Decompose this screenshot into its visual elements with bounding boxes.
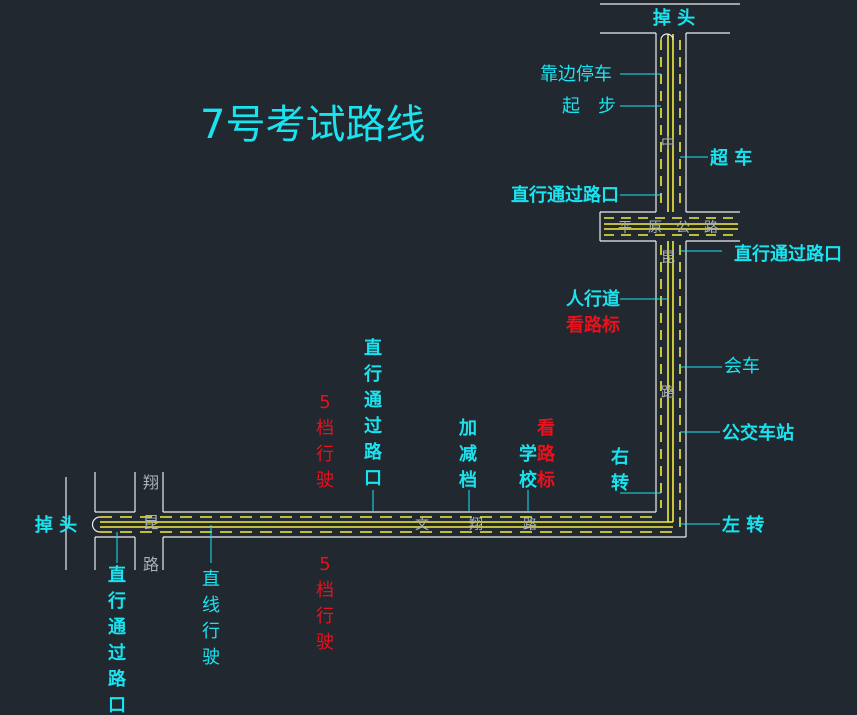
look-sign-label-1: 看路标 xyxy=(565,314,620,336)
u-turn-top-label: 掉 头 xyxy=(653,7,695,29)
straight-line-char-3: 驶 xyxy=(202,647,220,668)
road-name-vertical-1: 昆 xyxy=(661,250,675,266)
leader-lines xyxy=(116,73,722,563)
straight-line-char-2: 行 xyxy=(202,621,220,642)
start-label: 起 步 xyxy=(562,96,616,117)
road-name-bottom-3: 路 xyxy=(523,517,537,533)
road-name-west-1: 翔 xyxy=(143,473,159,492)
straight-3-char-0: 直 xyxy=(108,564,126,586)
road-name-top-3: 公 xyxy=(676,220,690,236)
road-name-top-1: 平 xyxy=(618,220,632,236)
yellow-lane-lines xyxy=(100,34,738,533)
straight-3-char-3: 过 xyxy=(108,642,126,664)
gear5-bottom-char-0: 5 xyxy=(319,554,330,575)
straight-3-char-5: 口 xyxy=(108,695,126,715)
straight-4-char-2: 通 xyxy=(364,390,382,411)
u-turn-arc-top xyxy=(660,33,674,41)
gear5-bottom-char-3: 驶 xyxy=(316,632,334,653)
look-sign-2-char-2: 标 xyxy=(536,469,555,491)
gear5-top-char-0: 5 xyxy=(319,392,330,413)
right-turn-label-2: 转 xyxy=(611,472,629,494)
road-name-top-4: 路 xyxy=(704,220,718,236)
accel-decel-char-2: 档 xyxy=(459,469,477,491)
road-name-west-3: 路 xyxy=(143,555,159,574)
overtake-label: 超 车 xyxy=(710,147,752,169)
road-names: 中 平 原 公 路 昆 路 翔 昆 路 文 翔 路 xyxy=(143,136,718,574)
sidewalk-label: 人行道 xyxy=(566,288,620,310)
gear5-top-char-1: 档 xyxy=(316,418,334,439)
straight-4-char-1: 行 xyxy=(363,363,382,385)
road-name-north: 中 xyxy=(661,136,675,152)
straight-through-label-2: 直行通过路口 xyxy=(734,243,842,265)
road-edges xyxy=(65,3,740,570)
left-turn-label: 左 转 xyxy=(722,514,764,536)
look-sign-2-char-0: 看 xyxy=(536,417,555,439)
bus-stop-label: 公交车站 xyxy=(722,422,794,444)
straight-4-char-5: 口 xyxy=(364,468,382,489)
gear5-top-char-3: 驶 xyxy=(316,470,334,491)
school-char-0: 学 xyxy=(519,443,537,465)
u-turn-arc-left xyxy=(91,516,101,533)
accel-decel-char-1: 减 xyxy=(459,443,477,465)
pull-over-label: 靠边停车 xyxy=(540,64,612,85)
straight-4-char-4: 路 xyxy=(364,441,383,463)
u-turn-left-label: 掉 头 xyxy=(35,514,77,536)
road-name-west-2: 昆 xyxy=(143,513,159,532)
road-name-vertical-2: 路 xyxy=(661,385,675,401)
gear5-bottom-char-2: 行 xyxy=(316,606,334,627)
straight-3-char-2: 通 xyxy=(108,617,126,638)
road-name-bottom-2: 翔 xyxy=(469,517,483,533)
right-turn-label-1: 右 xyxy=(611,446,629,468)
school-char-1: 校 xyxy=(519,469,538,491)
straight-line-char-1: 线 xyxy=(202,595,220,616)
gear5-bottom-char-1: 档 xyxy=(316,580,334,601)
straight-3-char-4: 路 xyxy=(108,668,127,690)
straight-4-char-3: 过 xyxy=(364,415,382,437)
straight-through-label-1: 直行通过路口 xyxy=(511,184,619,206)
road-name-bottom-1: 文 xyxy=(415,517,429,533)
diagram-title: 7号考试路线 xyxy=(200,102,425,148)
road-name-top-2: 原 xyxy=(648,220,662,236)
meet-car-label: 会车 xyxy=(724,356,760,377)
accel-decel-char-0: 加 xyxy=(458,418,477,439)
gear5-top-char-2: 行 xyxy=(316,444,334,465)
straight-4-char-0: 直 xyxy=(364,337,382,359)
straight-3-char-1: 行 xyxy=(107,590,126,612)
look-sign-2-char-1: 路 xyxy=(537,443,556,465)
straight-line-char-0: 直 xyxy=(202,569,220,590)
